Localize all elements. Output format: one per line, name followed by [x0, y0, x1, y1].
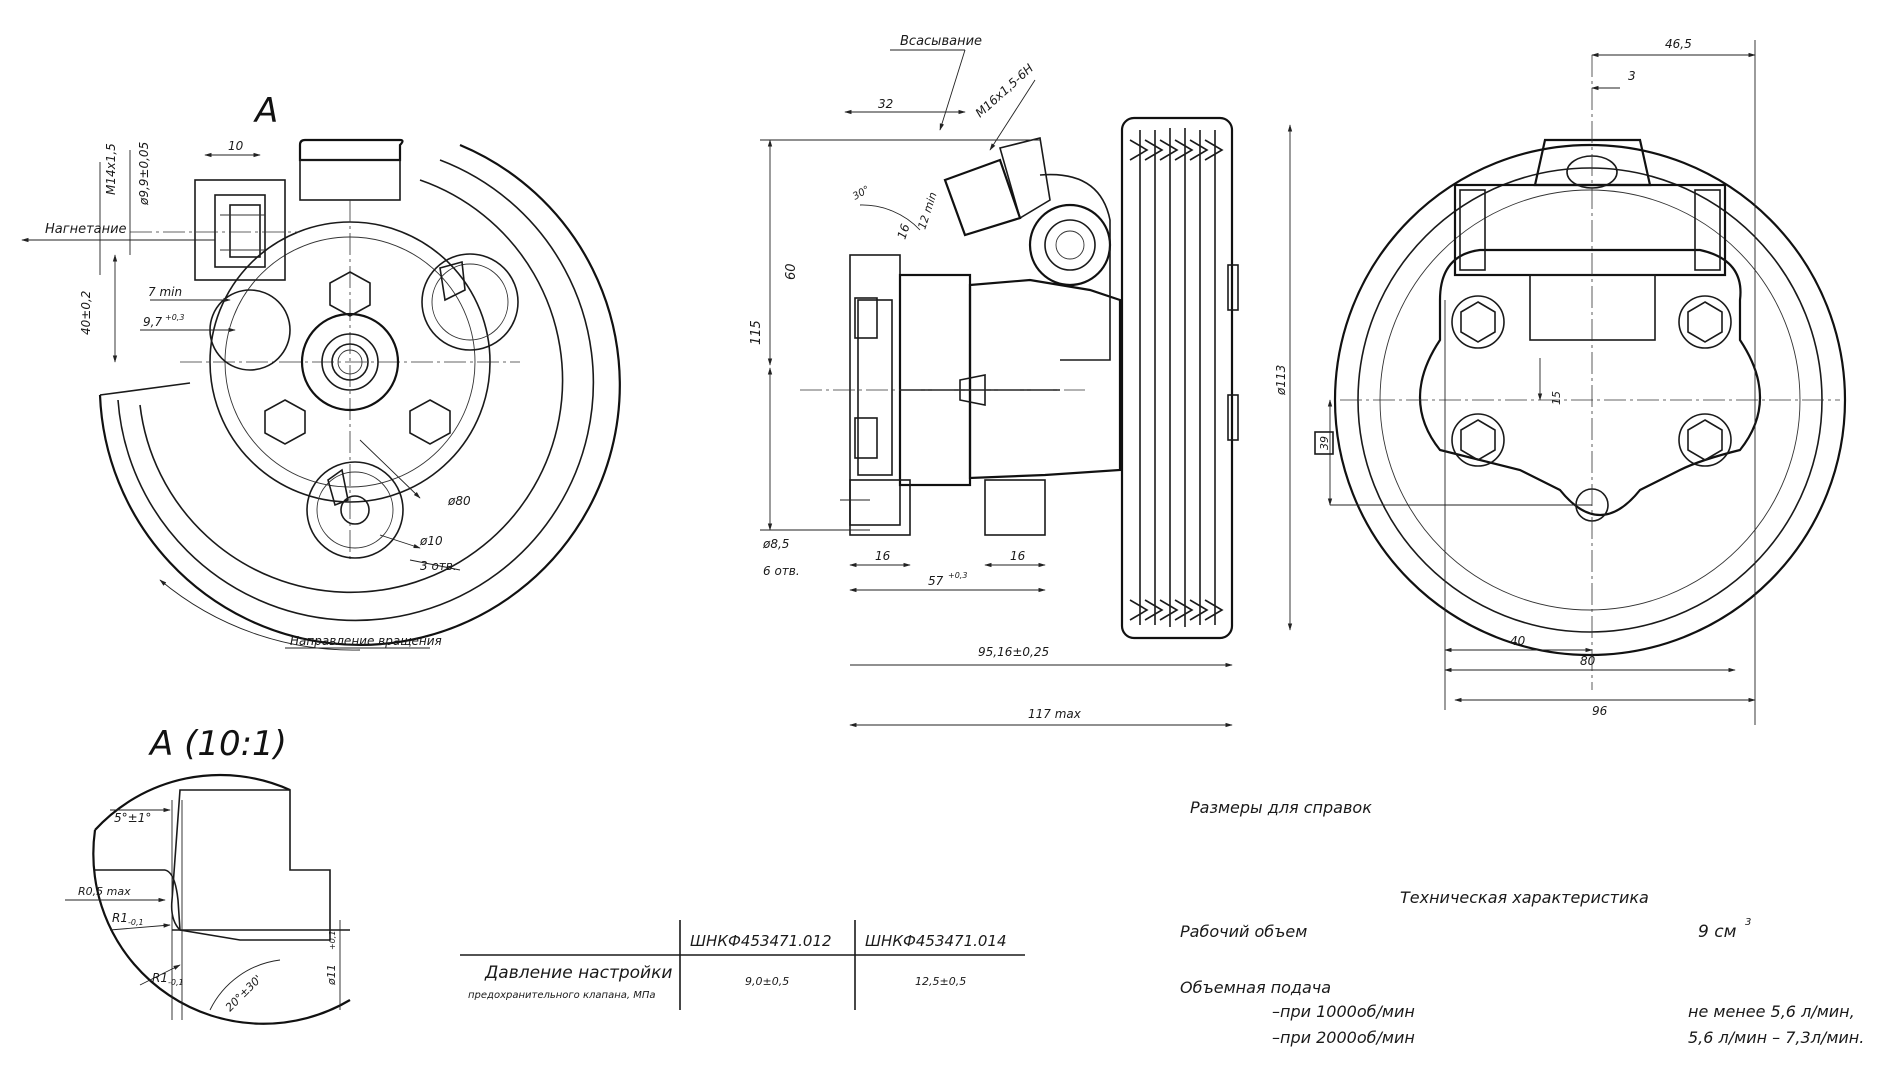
dim-16a: 16: [895, 222, 913, 241]
detail-label: А (10:1): [148, 724, 287, 764]
settings-table: ШНКФ453471.012 ШНКФ453471.014 Давление н…: [460, 920, 1025, 1010]
flow-2000-value: 5,6 л/мин – 7,3л/мин.: [1688, 1028, 1864, 1047]
detail-chamfer: 5°±1°: [114, 811, 151, 825]
dim-57-tol: +0,3: [948, 571, 967, 580]
angle-30: 30°: [851, 184, 872, 202]
work-volume-sup: 3: [1745, 917, 1751, 928]
left-view-labels: Нагнетание M14x1,5 ø9,9±0,05 10 7 min 9,…: [45, 139, 471, 648]
dim-95: 95,16±0,25: [978, 645, 1049, 659]
table-row-sub: предохранительного клапана, МПа: [468, 990, 656, 1001]
thread-label: M14x1,5: [104, 143, 118, 195]
table-col1: ШНКФ453471.012: [690, 932, 832, 950]
dia-80: ø80: [447, 494, 471, 508]
dim-3: 3: [1628, 69, 1636, 83]
dim-80-rear: 80: [1580, 654, 1596, 668]
flow-1000-value: не менее 5,6 л/мин,: [1688, 1002, 1855, 1021]
dim-115: 115: [749, 320, 764, 345]
flow-2000: –при 2000об/мин: [1272, 1028, 1415, 1047]
rotation-label: Направление вращения: [290, 634, 442, 648]
suction-label: Всасывание: [900, 34, 982, 49]
dim-7min: 7 min: [148, 285, 182, 299]
holes-3: 3 отв.: [420, 559, 457, 573]
work-volume-label: Рабочий объем: [1180, 922, 1307, 941]
dia-pulley: ø113: [1274, 365, 1288, 396]
detail-r1b: R1: [152, 971, 168, 985]
detail-r1-tol: -0,1: [128, 918, 144, 927]
dim-16b: 16: [875, 549, 891, 563]
reference-note: Размеры для справок: [1190, 798, 1372, 817]
bore-label: ø9,9±0,05: [137, 142, 151, 206]
dia-10: ø10: [419, 534, 443, 548]
detail-dia-tol: +0,1: [328, 931, 337, 950]
dim-12min: 12 min: [915, 191, 939, 231]
dim-40: 40±0,2: [79, 291, 93, 335]
dim-60: 60: [784, 263, 799, 280]
suction-thread: M16x1,5-6H: [973, 61, 1036, 120]
pressure-port-label: Нагнетание: [45, 222, 127, 237]
left-view: [21, 138, 621, 651]
detail-r1: R1: [112, 911, 128, 925]
detail-r1b-tol: -0,1: [168, 978, 184, 987]
flow-1000: –при 1000об/мин: [1272, 1002, 1415, 1021]
table-val1: 9,0±0,5: [745, 975, 789, 988]
table-col2: ШНКФ453471.014: [865, 932, 1007, 950]
dim-40-rear: 40: [1510, 634, 1526, 648]
detail-view: [65, 773, 351, 1025]
dim-10: 10: [228, 139, 244, 153]
view-a-label: А: [253, 91, 278, 131]
dia-8-5: ø8,5: [762, 537, 789, 551]
table-val2: 12,5±0,5: [915, 975, 966, 988]
dim-46-5: 46,5: [1665, 37, 1692, 51]
tech-title: Техническая характеристика: [1400, 888, 1649, 907]
dim-15: 15: [1550, 391, 1563, 405]
dim-9-7-tol: +0,3: [165, 313, 184, 322]
middle-view: [760, 49, 1293, 728]
table-row-title: Давление настройки: [484, 963, 672, 983]
detail-labels: 5°±1° R0,5 max R1 -0,1 R1 -0,1 20°±30' ø…: [78, 811, 338, 1014]
dim-96-rear: 96: [1592, 704, 1608, 718]
dim-32: 32: [878, 97, 893, 111]
detail-angle: 20°±30': [223, 973, 265, 1015]
work-volume-value: 9 см: [1698, 922, 1737, 942]
dim-9-7: 9,7: [143, 315, 162, 329]
right-view: [1314, 40, 1847, 725]
detail-dia: ø11: [325, 964, 338, 986]
dim-57: 57: [928, 574, 944, 588]
right-view-labels: 46,5 3 15 39 40 80 96: [1318, 37, 1692, 718]
notes: Размеры для справок Техническая характер…: [1180, 798, 1864, 1047]
dim-117: 117 max: [1028, 707, 1082, 721]
flow-label: Объемная подача: [1180, 978, 1331, 997]
holes-6: 6 отв.: [763, 564, 800, 578]
dim-39: 39: [1318, 436, 1331, 450]
dim-16c: 16: [1010, 549, 1026, 563]
detail-rmax: R0,5 max: [78, 885, 131, 898]
